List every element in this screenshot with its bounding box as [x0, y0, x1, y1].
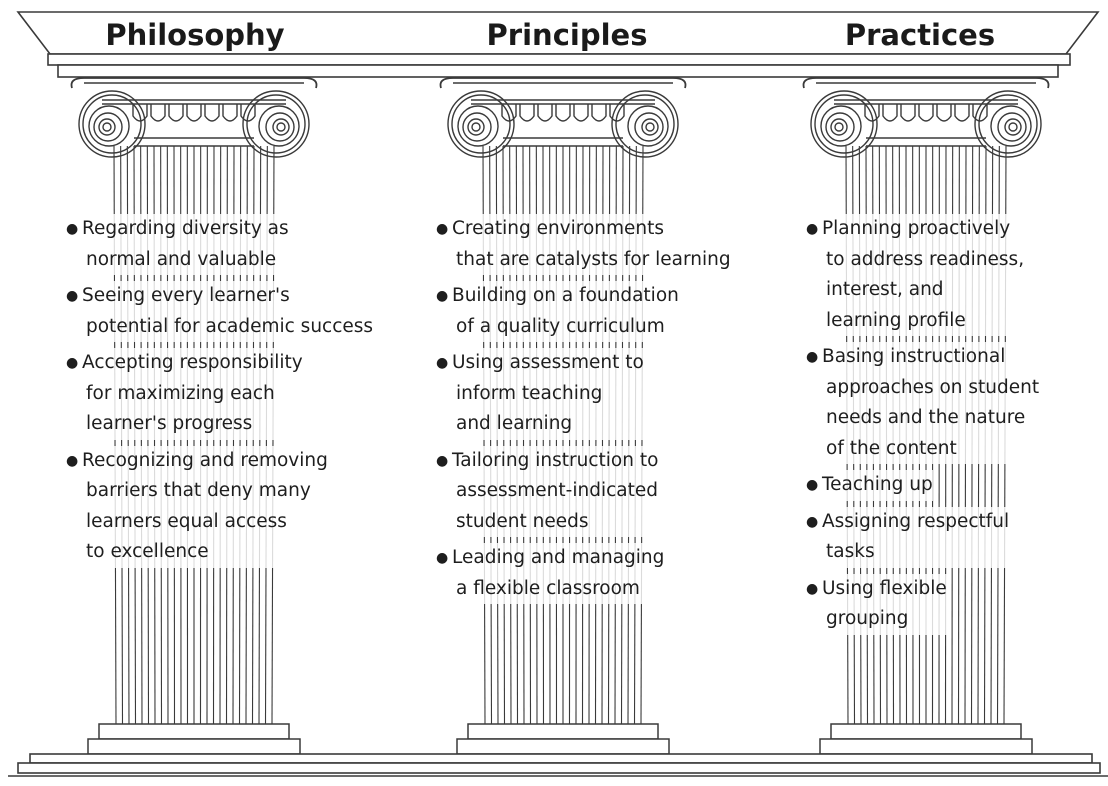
item-text-line: Creating environments	[452, 218, 665, 239]
item-text-line: assessment-indicated	[456, 480, 658, 501]
item-text-line: Tailoring instruction to	[452, 449, 659, 471]
list-item: ●Seeing every learner's potential for aca…	[66, 281, 374, 342]
item-text-line: potential for academic success	[86, 315, 374, 337]
item-text-line: Using assessment to	[452, 352, 644, 373]
item-text-line: Building on a foundation	[452, 285, 679, 306]
item-text-line: Basing instructional	[822, 346, 1006, 367]
list-item: ●Tailoring instruction to assessment-indi…	[436, 445, 731, 537]
item-text-line: to address readiness,	[826, 248, 1025, 270]
list-item: ●Leading and managing a flexible classroo…	[436, 543, 731, 604]
bullet-icon: ●	[436, 550, 449, 566]
item-text-line: inform teaching	[456, 382, 603, 404]
item-text-line: Recognizing and removing	[82, 449, 328, 471]
bullet-icon: ●	[806, 513, 819, 530]
item-text-line: approaches on student	[826, 376, 1040, 398]
item-text-line: student needs	[456, 510, 589, 532]
volute-icon	[974, 90, 1042, 158]
item-text-line: and learning	[456, 413, 573, 434]
item-text-line: Assigning respectful	[822, 510, 1010, 532]
item-text-line: needs and the nature	[826, 407, 1026, 428]
item-text-line: barriers that deny many	[86, 480, 311, 501]
item-text-line: interest, and	[826, 279, 944, 300]
volute-icon	[242, 90, 310, 158]
list-item: ●Basing instructional approaches on stude…	[806, 342, 1040, 464]
item-text-line: to excellence	[86, 541, 209, 562]
volute-icon	[810, 90, 878, 158]
bullet-icon: ●	[436, 355, 449, 371]
pillar-title-principles: Principles	[487, 18, 648, 52]
column-base	[87, 723, 301, 755]
bullet-icon: ●	[66, 288, 79, 304]
column-base	[819, 723, 1033, 755]
item-text-line: learner's progress	[86, 413, 253, 434]
item-text-line: grouping	[826, 608, 909, 629]
list-item: ●Creating environments that are catalysts…	[436, 214, 731, 275]
item-text-line: Leading and managing	[452, 547, 665, 568]
bullet-icon: ●	[806, 580, 819, 597]
ionic-capital	[802, 77, 1050, 158]
item-text-line: learning profile	[826, 309, 966, 331]
bullet-icon: ●	[436, 452, 449, 469]
bullet-icon: ●	[66, 452, 79, 469]
ionic-capital	[439, 77, 687, 158]
list-item: ●Building on a foundation of a quality cu…	[436, 281, 731, 342]
item-text-line: that are catalysts for learning	[456, 248, 731, 270]
volute-icon	[447, 90, 515, 158]
pillar-title-philosophy: Philosophy	[105, 18, 284, 52]
item-text-line: Seeing every learner's	[82, 285, 290, 306]
list-item: ●Recognizing and removing barriers that d…	[66, 445, 373, 568]
item-text-line: Accepting responsibility	[82, 352, 303, 373]
bullet-icon: ●	[806, 221, 819, 237]
bullet-icon: ●	[66, 221, 79, 237]
bullet-icon: ●	[436, 221, 449, 237]
bullet-icon: ●	[806, 349, 819, 365]
volute-icon	[611, 90, 679, 158]
bullet-icon: ●	[806, 477, 819, 493]
item-text-line: Teaching up	[822, 474, 933, 495]
item-text-line: normal and valuable	[86, 248, 277, 270]
list-item: ●Using flexible grouping	[806, 573, 1039, 635]
base	[8, 753, 1108, 777]
volute-icon	[78, 90, 146, 158]
list-item: ●Teaching up	[806, 470, 1039, 501]
bullet-icon: ●	[436, 288, 449, 304]
list-item: ●Regarding diversity as normal and valuab…	[66, 214, 373, 275]
bullet-icon: ●	[66, 355, 79, 371]
list-item: ●Accepting responsibility for maximizing …	[66, 348, 373, 440]
item-text-line: tasks	[826, 541, 875, 562]
ionic-capital	[70, 77, 318, 158]
item-text-line: Planning proactively	[822, 218, 1011, 239]
item-text-line: Using flexible	[822, 577, 947, 599]
roof	[16, 11, 1100, 78]
item-text-line: a flexible classroom	[456, 577, 640, 599]
item-text-line: learners equal access	[86, 510, 287, 532]
column-base	[456, 723, 670, 755]
pillar-title-practices: Practices	[845, 18, 995, 52]
item-text-line: of the content	[826, 437, 957, 459]
list-item: ●Planning proactively to address readines…	[806, 214, 1039, 336]
list-item: ●Assigning respectful tasks	[806, 506, 1039, 568]
item-text-line: for maximizing each	[86, 382, 275, 404]
item-text-line: Regarding diversity as	[82, 218, 289, 239]
item-text-line: of a quality curriculum	[456, 315, 665, 337]
list-item: ●Using assessment to inform teaching and l…	[436, 348, 731, 440]
